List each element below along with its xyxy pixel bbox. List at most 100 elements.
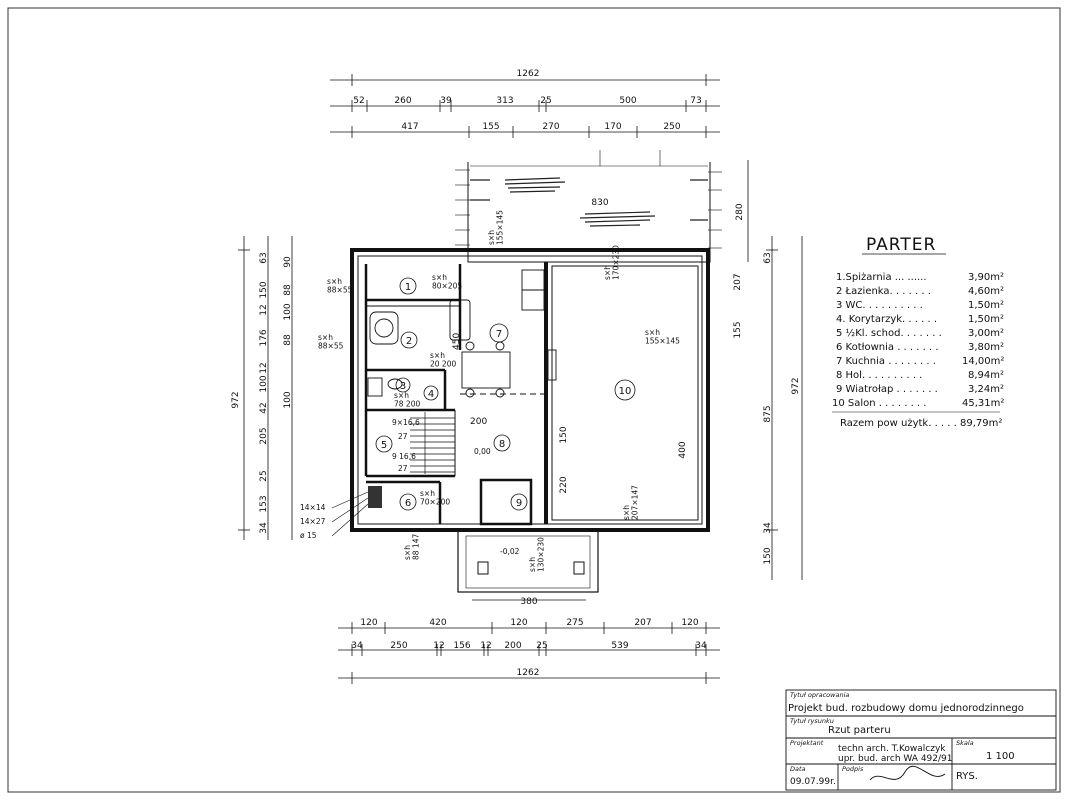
svg-text:Tytuł rysunku: Tytuł rysunku bbox=[790, 717, 834, 725]
svg-text:90: 90 bbox=[283, 256, 293, 268]
svg-text:207: 207 bbox=[634, 618, 651, 628]
svg-text:6 Kotłownia . . . . . . .: 6 Kotłownia . . . . . . . bbox=[836, 342, 939, 353]
svg-text:39: 39 bbox=[440, 96, 452, 106]
svg-text:Data: Data bbox=[790, 765, 806, 773]
title-block bbox=[785, 689, 1057, 791]
total-area: Razem pow użytk. . . . . bbox=[840, 418, 957, 429]
svg-text:207: 207 bbox=[733, 273, 743, 290]
svg-text:8,94m²: 8,94m² bbox=[968, 370, 1004, 381]
svg-text:34: 34 bbox=[259, 522, 269, 534]
dim-right-inner: 63 207 155 875 34 150 bbox=[733, 252, 773, 564]
svg-text:s×h130×230: s×h130×230 bbox=[528, 537, 545, 572]
svg-text:14,00m²: 14,00m² bbox=[962, 356, 1004, 367]
svg-text:88: 88 bbox=[283, 334, 293, 346]
svg-text:42: 42 bbox=[259, 402, 269, 413]
sheet-border bbox=[7, 7, 1061, 793]
svg-text:27: 27 bbox=[398, 432, 408, 441]
svg-text:170: 170 bbox=[604, 122, 621, 132]
svg-text:9 16,6: 9 16,6 bbox=[392, 452, 416, 461]
project-title: Projekt bud. rozbudowy domu jednorodzinn… bbox=[788, 703, 1024, 714]
svg-text:25: 25 bbox=[259, 470, 269, 481]
terrace bbox=[455, 150, 722, 263]
svg-text:0,00: 0,00 bbox=[474, 447, 491, 456]
svg-text:176: 176 bbox=[259, 329, 269, 346]
svg-text:12: 12 bbox=[259, 304, 269, 315]
svg-text:400: 400 bbox=[678, 441, 688, 458]
chimney-labels: 14×14 14×27 ø 15 bbox=[300, 491, 369, 540]
svg-text:7 Kuchnia . . . . . . . .: 7 Kuchnia . . . . . . . . bbox=[836, 356, 936, 367]
svg-text:220: 220 bbox=[559, 476, 569, 493]
svg-text:s×h80×205: s×h80×205 bbox=[432, 273, 462, 290]
svg-text:52: 52 bbox=[353, 96, 364, 106]
stairs-labels: 9×16,6 27 9 16,6 27 bbox=[392, 418, 420, 473]
svg-text:1: 1 bbox=[405, 282, 411, 293]
svg-text:4: 4 bbox=[428, 389, 434, 400]
svg-text:Projektant: Projektant bbox=[790, 739, 824, 747]
svg-text:450: 450 bbox=[452, 333, 462, 350]
svg-text:260: 260 bbox=[394, 96, 411, 106]
svg-text:200: 200 bbox=[470, 417, 487, 427]
svg-text:Tytuł opracowania: Tytuł opracowania bbox=[790, 691, 849, 699]
svg-text:12: 12 bbox=[480, 641, 491, 651]
svg-text:3,24m²: 3,24m² bbox=[968, 384, 1004, 395]
svg-text:155: 155 bbox=[482, 122, 499, 132]
svg-text:270: 270 bbox=[542, 122, 559, 132]
svg-text:12: 12 bbox=[259, 362, 269, 373]
left-dimensions bbox=[238, 236, 293, 540]
svg-text:150: 150 bbox=[763, 547, 773, 564]
svg-text:s×h78 200: s×h78 200 bbox=[394, 391, 420, 408]
svg-text:8: 8 bbox=[499, 439, 505, 450]
top-dimensions bbox=[330, 74, 720, 138]
svg-text:5: 5 bbox=[381, 440, 387, 451]
svg-text:88: 88 bbox=[283, 284, 293, 296]
svg-text:875: 875 bbox=[763, 405, 773, 422]
svg-text:313: 313 bbox=[496, 96, 513, 106]
svg-text:ø 15: ø 15 bbox=[300, 531, 317, 540]
drawing-scale: 1 100 bbox=[986, 751, 1015, 762]
svg-text:100: 100 bbox=[283, 391, 293, 408]
svg-text:1,50m²: 1,50m² bbox=[968, 314, 1004, 325]
svg-text:380: 380 bbox=[520, 597, 537, 607]
dim-left-inner: 63 90 150 88 12 100 176 88 12 100 42 100… bbox=[259, 252, 293, 533]
svg-text:s×h207×147: s×h207×147 bbox=[622, 485, 639, 520]
dim-top-row2: 417 155 270 170 250 bbox=[401, 122, 680, 132]
svg-text:275: 275 bbox=[566, 618, 583, 628]
porch: 380 bbox=[457, 529, 599, 607]
svg-text:9 Wiatrołap . . . . . . .: 9 Wiatrołap . . . . . . . bbox=[836, 384, 938, 395]
inner-dimensions: 400 220 150 200 450 0,00 -0,02 bbox=[452, 333, 688, 556]
svg-text:200: 200 bbox=[504, 641, 521, 651]
svg-text:417: 417 bbox=[401, 122, 418, 132]
room-markers: 1 2 3 4 5 6 7 8 9 10 bbox=[375, 277, 636, 511]
svg-text:s×h88×55: s×h88×55 bbox=[327, 277, 353, 294]
svg-text:s×h20 200: s×h20 200 bbox=[430, 351, 456, 368]
svg-text:539: 539 bbox=[611, 641, 628, 651]
svg-text:500: 500 bbox=[619, 96, 636, 106]
svg-text:upr. bud. arch WA 492/91: upr. bud. arch WA 492/91 bbox=[838, 754, 952, 764]
svg-text:1.Spiżarnia ... ......: 1.Spiżarnia ... ...... bbox=[836, 272, 927, 283]
svg-text:25: 25 bbox=[540, 96, 551, 106]
svg-text:3 WC. . . . . . . . . .: 3 WC. . . . . . . . . . bbox=[836, 300, 923, 311]
svg-text:420: 420 bbox=[429, 618, 446, 628]
svg-text:09.07.99r.: 09.07.99r. bbox=[790, 777, 836, 787]
svg-text:205: 205 bbox=[259, 427, 269, 444]
svg-text:RYS.: RYS. bbox=[956, 771, 978, 782]
svg-text:10: 10 bbox=[619, 386, 632, 397]
svg-text:63: 63 bbox=[763, 252, 773, 263]
right-dimensions bbox=[747, 160, 803, 580]
svg-text:100: 100 bbox=[259, 375, 269, 392]
svg-text:150: 150 bbox=[259, 281, 269, 298]
svg-text:s×h88×55: s×h88×55 bbox=[318, 333, 344, 350]
svg-text:s×h170×230: s×h170×230 bbox=[603, 245, 620, 280]
svg-text:3,00m²: 3,00m² bbox=[968, 328, 1004, 339]
dim-terrace: 830 bbox=[591, 198, 608, 208]
svg-text:Podpis: Podpis bbox=[842, 765, 864, 773]
svg-text:-0,02: -0,02 bbox=[500, 547, 520, 556]
svg-text:2: 2 bbox=[406, 336, 412, 347]
dim-bottom-row1: 120 420 120 275 207 120 bbox=[360, 618, 698, 628]
svg-text:14×14: 14×14 bbox=[300, 503, 326, 512]
svg-text:45,31m²: 45,31m² bbox=[962, 398, 1004, 409]
bottom-dimensions bbox=[338, 622, 720, 684]
svg-text:Skala: Skala bbox=[956, 739, 974, 747]
svg-text:120: 120 bbox=[681, 618, 698, 628]
